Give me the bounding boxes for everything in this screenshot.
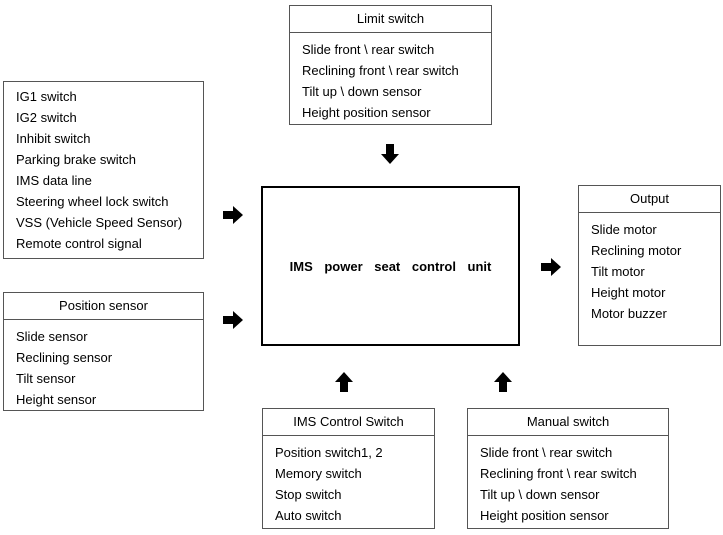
limit-switch-box: Limit switch Slide front \ rear switch R…	[289, 5, 492, 125]
output-title: Output	[579, 186, 720, 213]
manual-switch-box: Manual switch Slide front \ rear switch …	[467, 408, 669, 529]
arrow-right-icon	[541, 258, 561, 276]
manual-switch-list: Slide front \ rear switch Reclining fron…	[468, 436, 668, 526]
limit-switch-list: Slide front \ rear switch Reclining fron…	[290, 33, 491, 123]
list-item: Memory switch	[275, 466, 362, 481]
ims-control-switch-box: IMS Control Switch Position switch1, 2 M…	[262, 408, 435, 529]
list-item: Height motor	[591, 285, 666, 300]
list-item: VSS (Vehicle Speed Sensor)	[16, 215, 183, 230]
list-item: IG2 switch	[16, 110, 77, 125]
list-item: Tilt sensor	[16, 371, 76, 386]
input-signals-box: IG1 switch IG2 switch Inhibit switch Par…	[3, 81, 204, 259]
arrow-down-icon	[381, 144, 399, 164]
position-sensor-title: Position sensor	[4, 293, 203, 320]
list-item: Tilt up \ down sensor	[480, 487, 600, 502]
list-item: Inhibit switch	[16, 131, 91, 146]
control-unit-label: IMS power seat control unit	[289, 258, 492, 274]
list-item: Steering wheel lock switch	[16, 194, 169, 209]
output-list: Slide motor Reclining motor Tilt motor H…	[579, 213, 720, 324]
list-item: Height position sensor	[302, 105, 431, 120]
list-item: Reclining front \ rear switch	[480, 466, 637, 481]
arrow-right-icon	[223, 206, 243, 224]
list-item: Slide sensor	[16, 329, 88, 344]
control-unit-box: IMS power seat control unit	[261, 186, 520, 346]
list-item: IG1 switch	[16, 89, 77, 104]
list-item: IMS data line	[16, 173, 92, 188]
list-item: Slide front \ rear switch	[480, 445, 613, 460]
list-item: Motor buzzer	[591, 306, 667, 321]
position-sensor-box: Position sensor Slide sensor Reclining s…	[3, 292, 204, 411]
list-item: Tilt up \ down sensor	[302, 84, 422, 99]
list-item: Auto switch	[275, 508, 342, 523]
list-item: Reclining front \ rear switch	[302, 63, 459, 78]
list-item: Height position sensor	[480, 508, 609, 523]
input-signals-list: IG1 switch IG2 switch Inhibit switch Par…	[4, 82, 203, 254]
list-item: Height sensor	[16, 392, 97, 407]
list-item: Slide motor	[591, 222, 657, 237]
position-sensor-list: Slide sensor Reclining sensor Tilt senso…	[4, 320, 203, 410]
limit-switch-title: Limit switch	[290, 6, 491, 33]
arrow-up-icon	[335, 372, 353, 392]
list-item: Slide front \ rear switch	[302, 42, 435, 57]
ims-control-switch-title: IMS Control Switch	[263, 409, 434, 436]
list-item: Tilt motor	[591, 264, 645, 279]
arrow-up-icon	[494, 372, 512, 392]
arrow-right-icon	[223, 311, 243, 329]
list-item: Reclining motor	[591, 243, 682, 258]
list-item: Position switch1, 2	[275, 445, 383, 460]
ims-control-switch-list: Position switch1, 2 Memory switch Stop s…	[263, 436, 434, 526]
list-item: Remote control signal	[16, 236, 142, 251]
list-item: Reclining sensor	[16, 350, 113, 365]
output-box: Output Slide motor Reclining motor Tilt …	[578, 185, 721, 346]
manual-switch-title: Manual switch	[468, 409, 668, 436]
list-item: Parking brake switch	[16, 152, 136, 167]
list-item: Stop switch	[275, 487, 342, 502]
